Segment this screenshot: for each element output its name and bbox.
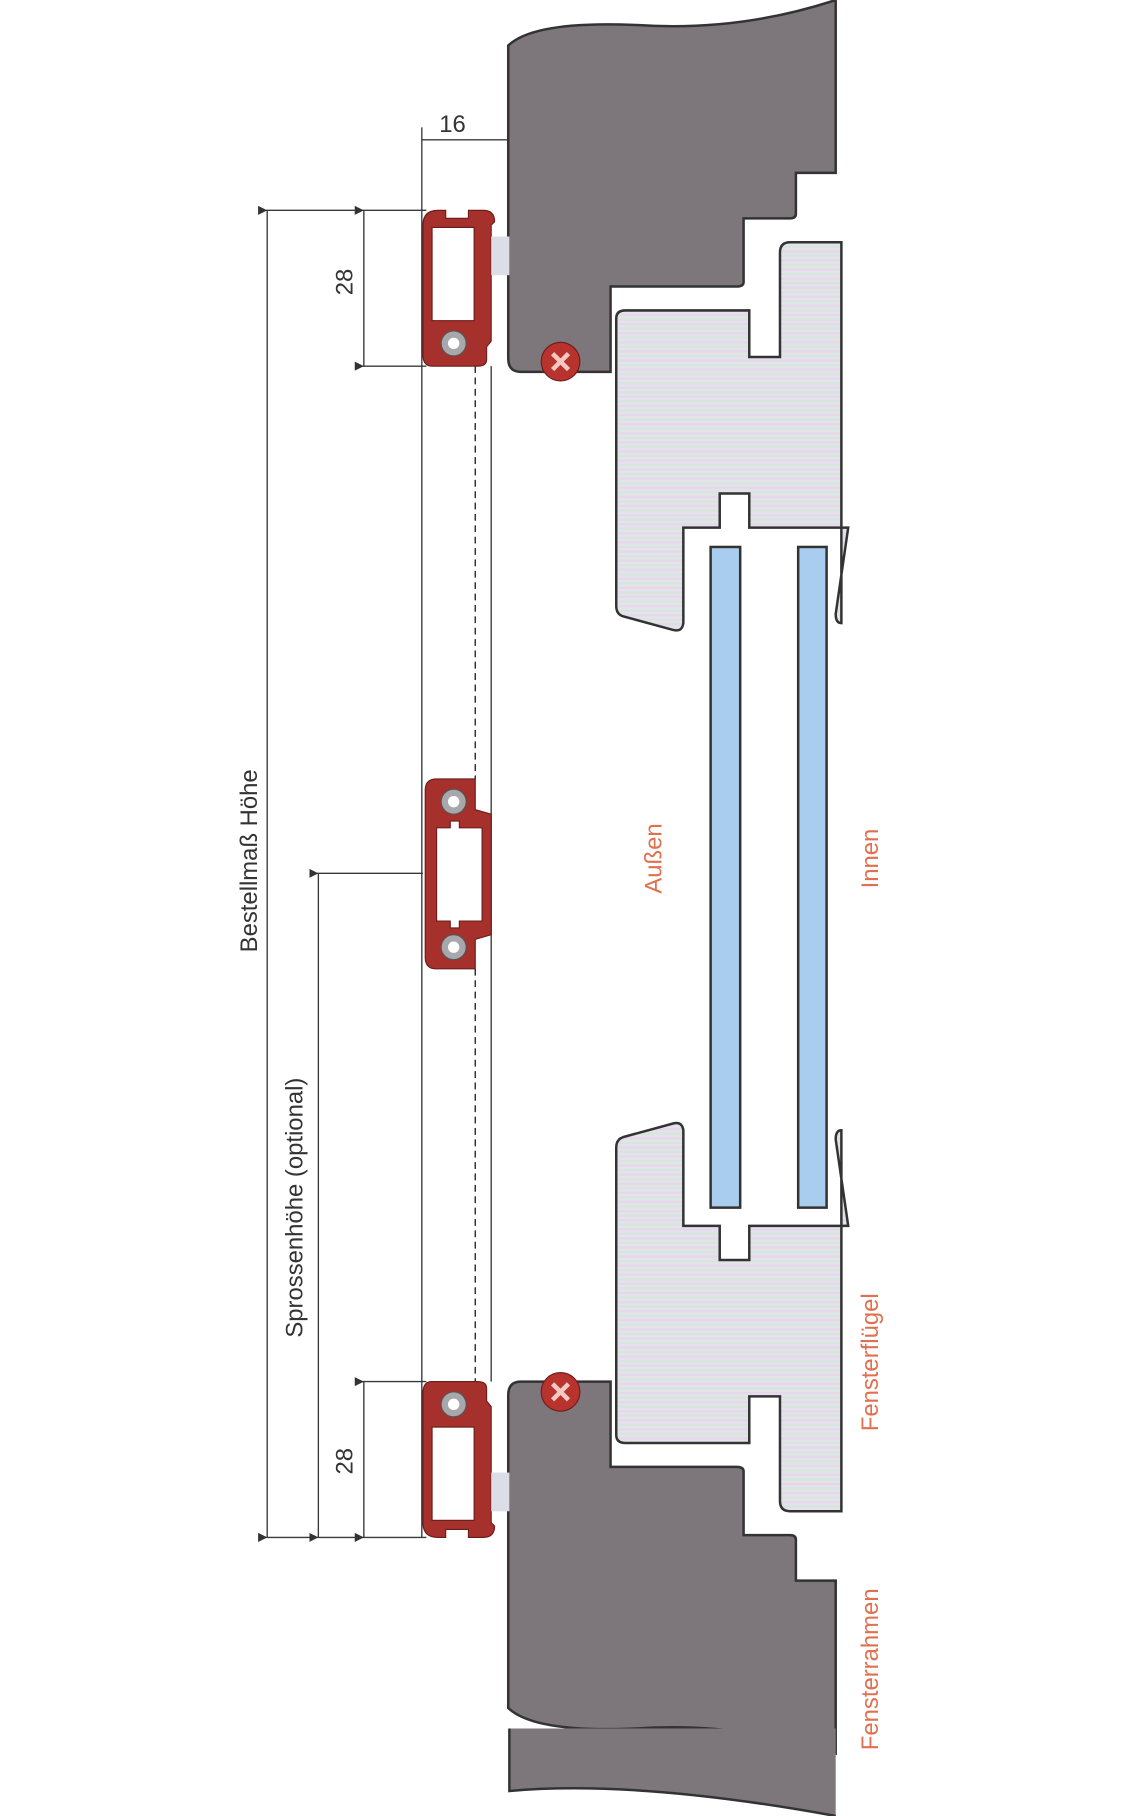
glass-pane-inner — [796, 545, 828, 1209]
label-sash: Fensterflügel — [857, 1293, 884, 1431]
dimension-bar-height: Sprossenhöhe (optional) — [281, 868, 320, 1542]
bar-height-label: Sprossenhöhe (optional) — [281, 1078, 308, 1338]
screw-icon — [541, 1373, 580, 1412]
label-outside: Außen — [641, 823, 668, 893]
label-inside: Innen — [857, 829, 884, 889]
bottom-profile — [422, 1381, 510, 1538]
window-frame-bottom-extension — [509, 1728, 836, 1816]
dimension-bottom-label: 28 — [331, 1448, 358, 1475]
top-profile — [422, 209, 510, 367]
glass-pane-outer — [709, 545, 742, 1209]
dimension-top-profile: 28 — [331, 205, 365, 371]
dimension-depth: 16 — [421, 111, 509, 211]
dimension-top-label: 28 — [331, 269, 358, 296]
order-height-label: Bestellmaß Höhe — [236, 769, 263, 952]
dimension-depth-label: 16 — [439, 111, 466, 138]
dimension-bottom-profile: 28 — [331, 1377, 365, 1542]
dimension-order-height: Bestellmaß Höhe — [236, 205, 268, 1542]
middle-bar-profile — [424, 778, 492, 970]
label-frame: Fensterrahmen — [857, 1588, 884, 1750]
screw-icon — [541, 342, 580, 381]
